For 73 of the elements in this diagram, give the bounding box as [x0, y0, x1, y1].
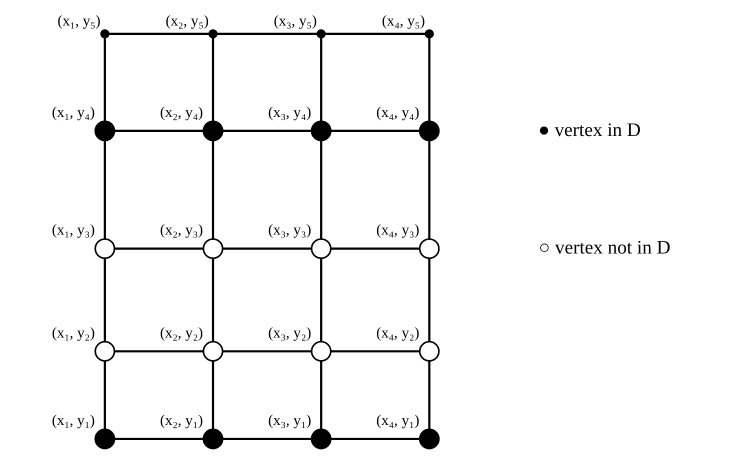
- connector: [211, 140, 214, 238]
- node-circle: [418, 340, 440, 362]
- node-label: (x₃, y₄): [268, 104, 311, 121]
- connector: [114, 438, 203, 440]
- node-dot: [424, 29, 434, 38]
- node-label: (x₂, y₂): [159, 325, 203, 342]
- node-label: (x₁, y₂): [51, 325, 94, 342]
- connector: [428, 140, 430, 238]
- node-label: (x₁, y₁): [51, 412, 94, 429]
- node-circle: [310, 238, 332, 260]
- connector: [320, 140, 322, 238]
- legend-label: ● vertex in D: [538, 120, 640, 141]
- node-label: (x₃, y₅): [273, 14, 316, 30]
- node-label: (x₃, y₃): [268, 222, 311, 239]
- connector: [222, 130, 312, 132]
- connector: [222, 438, 312, 440]
- connector: [330, 350, 420, 352]
- node-label: (x₁, y₅): [56, 14, 100, 30]
- node-circle: [202, 428, 223, 450]
- node-circle: [94, 120, 115, 142]
- connector: [428, 258, 430, 342]
- node-circle: [202, 238, 223, 260]
- connector: [330, 130, 420, 132]
- connector: [103, 38, 106, 122]
- connector: [428, 38, 430, 122]
- connector: [320, 258, 322, 342]
- node-label: (x₂, y₄): [159, 104, 203, 121]
- node-circle: [94, 340, 115, 362]
- node-dot: [100, 29, 109, 38]
- node-label: (x₄, y₂): [376, 325, 419, 342]
- node-label: (x₂, y₅): [165, 14, 208, 30]
- node-label: (x₃, y₂): [268, 325, 311, 342]
- connector: [114, 248, 203, 250]
- node-label: (x₁, y₃): [51, 222, 94, 239]
- node-circle: [310, 120, 332, 142]
- connector: [330, 248, 420, 250]
- node-circle: [418, 238, 440, 260]
- node-circle: [418, 120, 440, 142]
- connector: [216, 32, 317, 35]
- node-label: (x₄, y₃): [376, 222, 419, 239]
- node-circle: [202, 120, 223, 142]
- connector: [320, 361, 322, 430]
- connector: [114, 350, 203, 352]
- node-circle: [94, 238, 115, 260]
- connector: [108, 32, 208, 35]
- node-circle: [202, 340, 223, 362]
- node-label: (x₄, y₅): [381, 14, 425, 30]
- connector: [114, 130, 203, 132]
- connector: [211, 38, 214, 122]
- node-circle: [94, 428, 115, 450]
- connector: [320, 38, 322, 122]
- connector: [211, 258, 214, 342]
- connector: [103, 361, 106, 430]
- connector: [222, 248, 312, 250]
- connector: [222, 350, 312, 352]
- connector: [211, 361, 214, 430]
- connector: [324, 32, 425, 35]
- node-label: (x₄, y₄): [376, 104, 419, 121]
- node-dot: [316, 29, 326, 38]
- connector: [103, 258, 106, 342]
- node-label: (x₂, y₁): [159, 412, 203, 429]
- connector: [330, 438, 420, 440]
- node-circle: [418, 428, 440, 450]
- node-label: (x₁, y₄): [51, 104, 94, 121]
- connector: [428, 361, 430, 430]
- node-dot: [208, 29, 218, 38]
- node-label: (x₃, y₁): [268, 412, 311, 429]
- node-circle: [310, 340, 332, 362]
- legend-label: ○ vertex not in D: [538, 238, 670, 259]
- node-circle: [310, 428, 332, 450]
- connector: [103, 140, 106, 238]
- node-label: (x₂, y₃): [159, 222, 203, 239]
- node-label: (x₄, y₁): [376, 412, 419, 429]
